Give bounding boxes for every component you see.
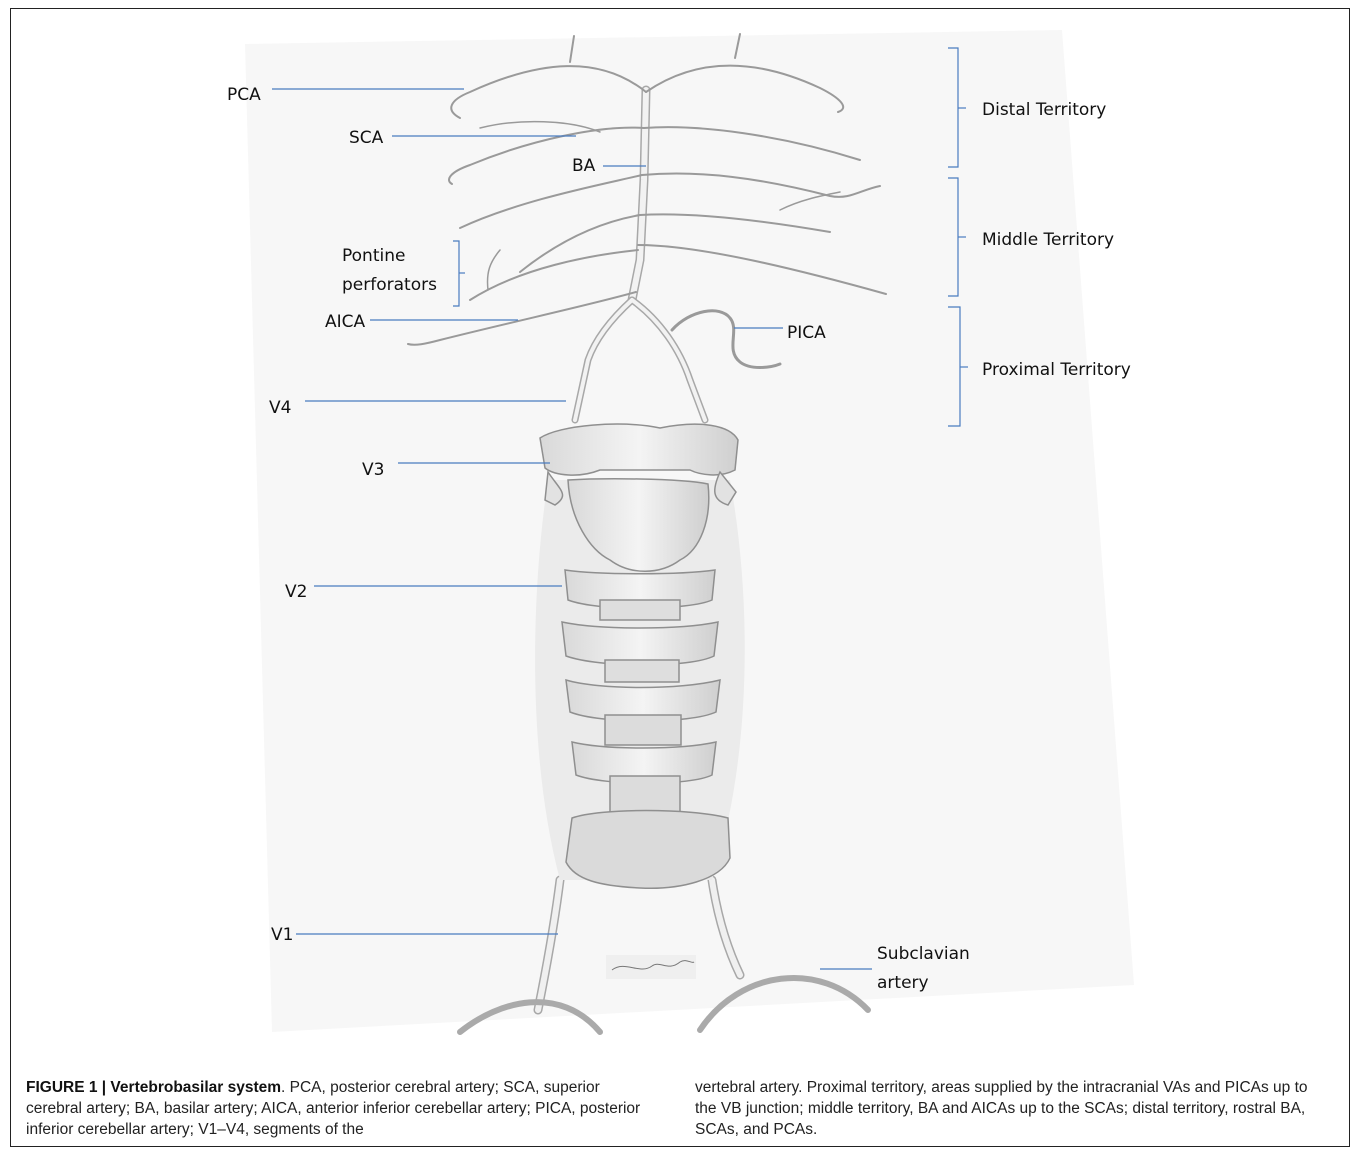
caption-right-column: vertebral artery. Proximal territory, ar…: [695, 1077, 1315, 1140]
v4-label: V4: [269, 398, 291, 419]
subclavian-line-2: artery: [877, 969, 970, 998]
aica-label: AICA: [325, 312, 365, 333]
pontine-line-1: Pontine: [342, 242, 437, 271]
caption-left-column: FIGURE 1 | Vertebrobasilar system. PCA, …: [26, 1077, 646, 1140]
artist-signature: [606, 955, 696, 979]
pica-label: PICA: [787, 323, 826, 344]
subclavian-line-1: Subclavian: [877, 940, 970, 969]
v3-label: V3: [362, 460, 384, 481]
proximal-territory-label: Proximal Territory: [982, 360, 1131, 381]
subclavian-artery-label: Subclavian artery: [877, 940, 970, 998]
v2-label: V2: [285, 582, 307, 603]
pontine-line-2: perforators: [342, 271, 437, 300]
cervical-spine: [535, 424, 745, 888]
figure-label: FIGURE 1 | Vertebrobasilar system: [26, 1079, 281, 1096]
middle-territory-label: Middle Territory: [982, 230, 1114, 251]
ba-label: BA: [572, 156, 595, 177]
pontine-perforators-label: Pontine perforators: [342, 242, 437, 300]
v1-label: V1: [271, 925, 293, 946]
sca-label: SCA: [349, 128, 383, 149]
distal-territory-label: Distal Territory: [982, 100, 1106, 121]
pca-label: PCA: [227, 85, 261, 106]
